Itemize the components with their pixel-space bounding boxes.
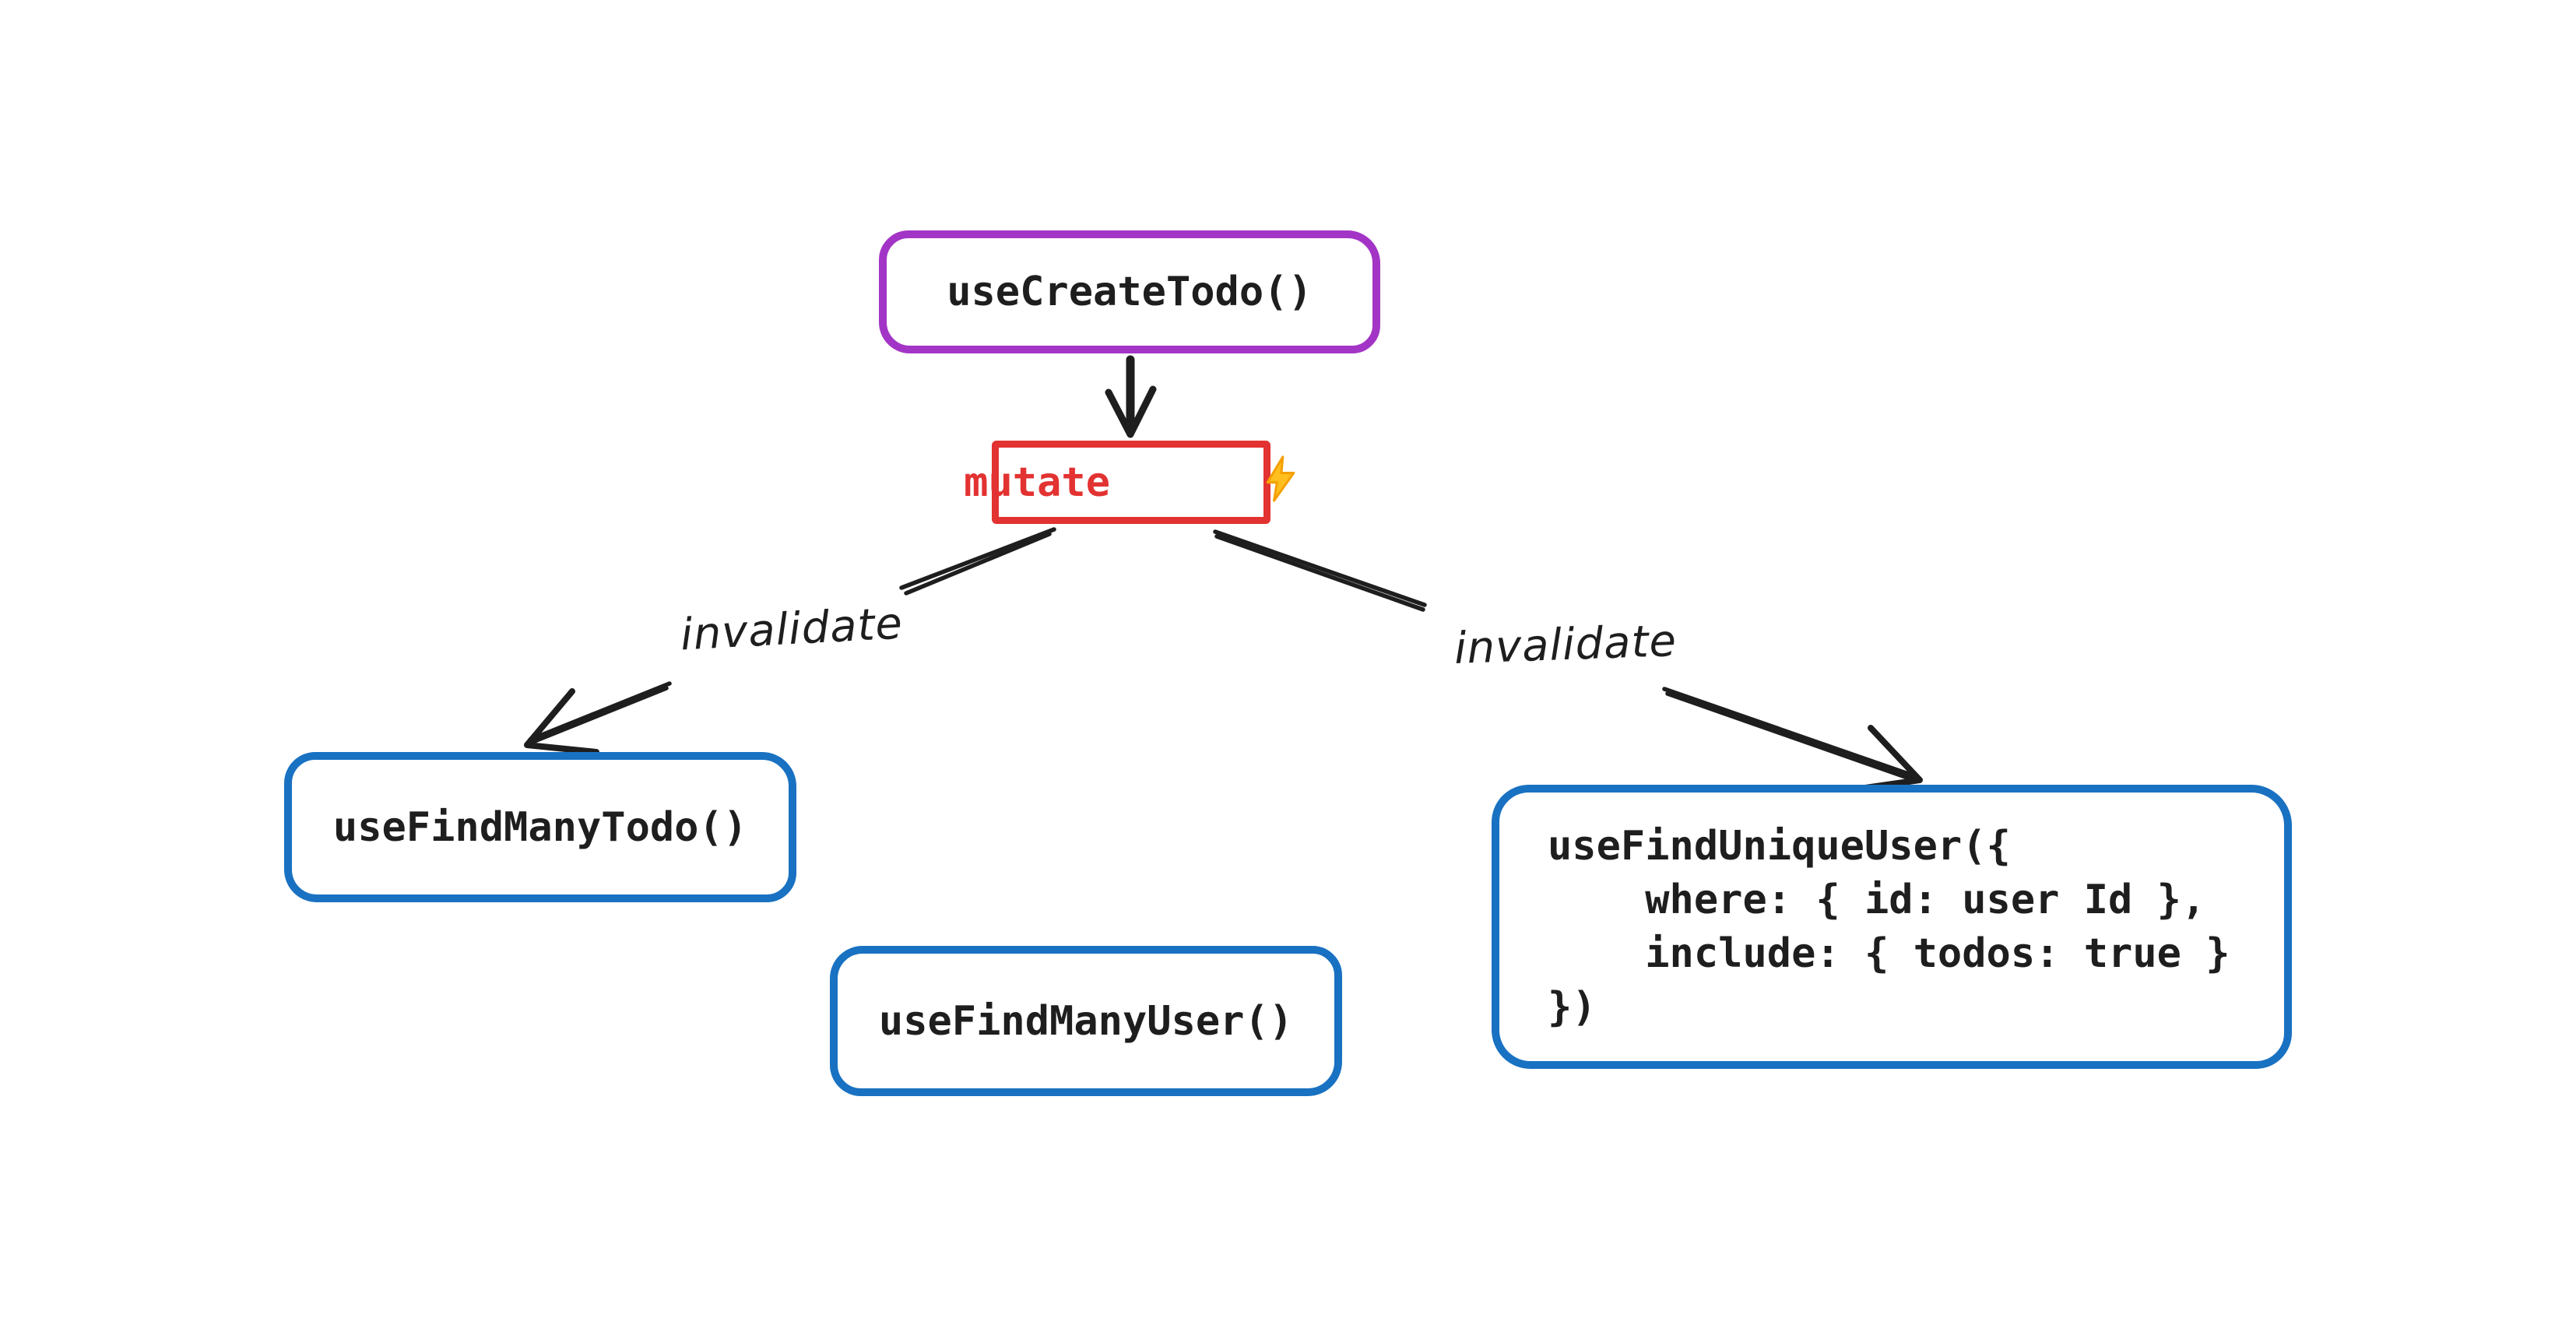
node-use-find-many-todo-label: useFindManyTodo(): [332, 803, 748, 851]
node-use-find-many-user: useFindManyUser(): [830, 946, 1342, 1096]
node-mutate: mutate: [964, 441, 1295, 524]
node-use-find-unique-user: useFindUniqueUser({ where: { id: user Id…: [1492, 785, 2292, 1069]
code-line: include: { todos: true }: [1548, 930, 2230, 977]
code-line: }): [1548, 983, 1597, 1031]
node-use-create-todo-label: useCreateTodo(): [947, 269, 1313, 315]
node-use-find-many-todo: useFindManyTodo(): [284, 752, 796, 902]
node-use-create-todo: useCreateTodo(): [879, 230, 1380, 353]
code-line: useFindUniqueUser({: [1548, 822, 2011, 870]
code-line: where: { id: user Id },: [1548, 876, 2206, 923]
node-mutate-label: mutate: [964, 459, 1110, 506]
edge-label-invalidate-right: invalidate: [1446, 615, 1684, 675]
node-use-find-many-user-label: useFindManyUser(): [878, 997, 1294, 1045]
edge-label-invalidate-left: invalidate: [673, 598, 911, 661]
lightning-bolt-icon: [1116, 409, 1299, 559]
